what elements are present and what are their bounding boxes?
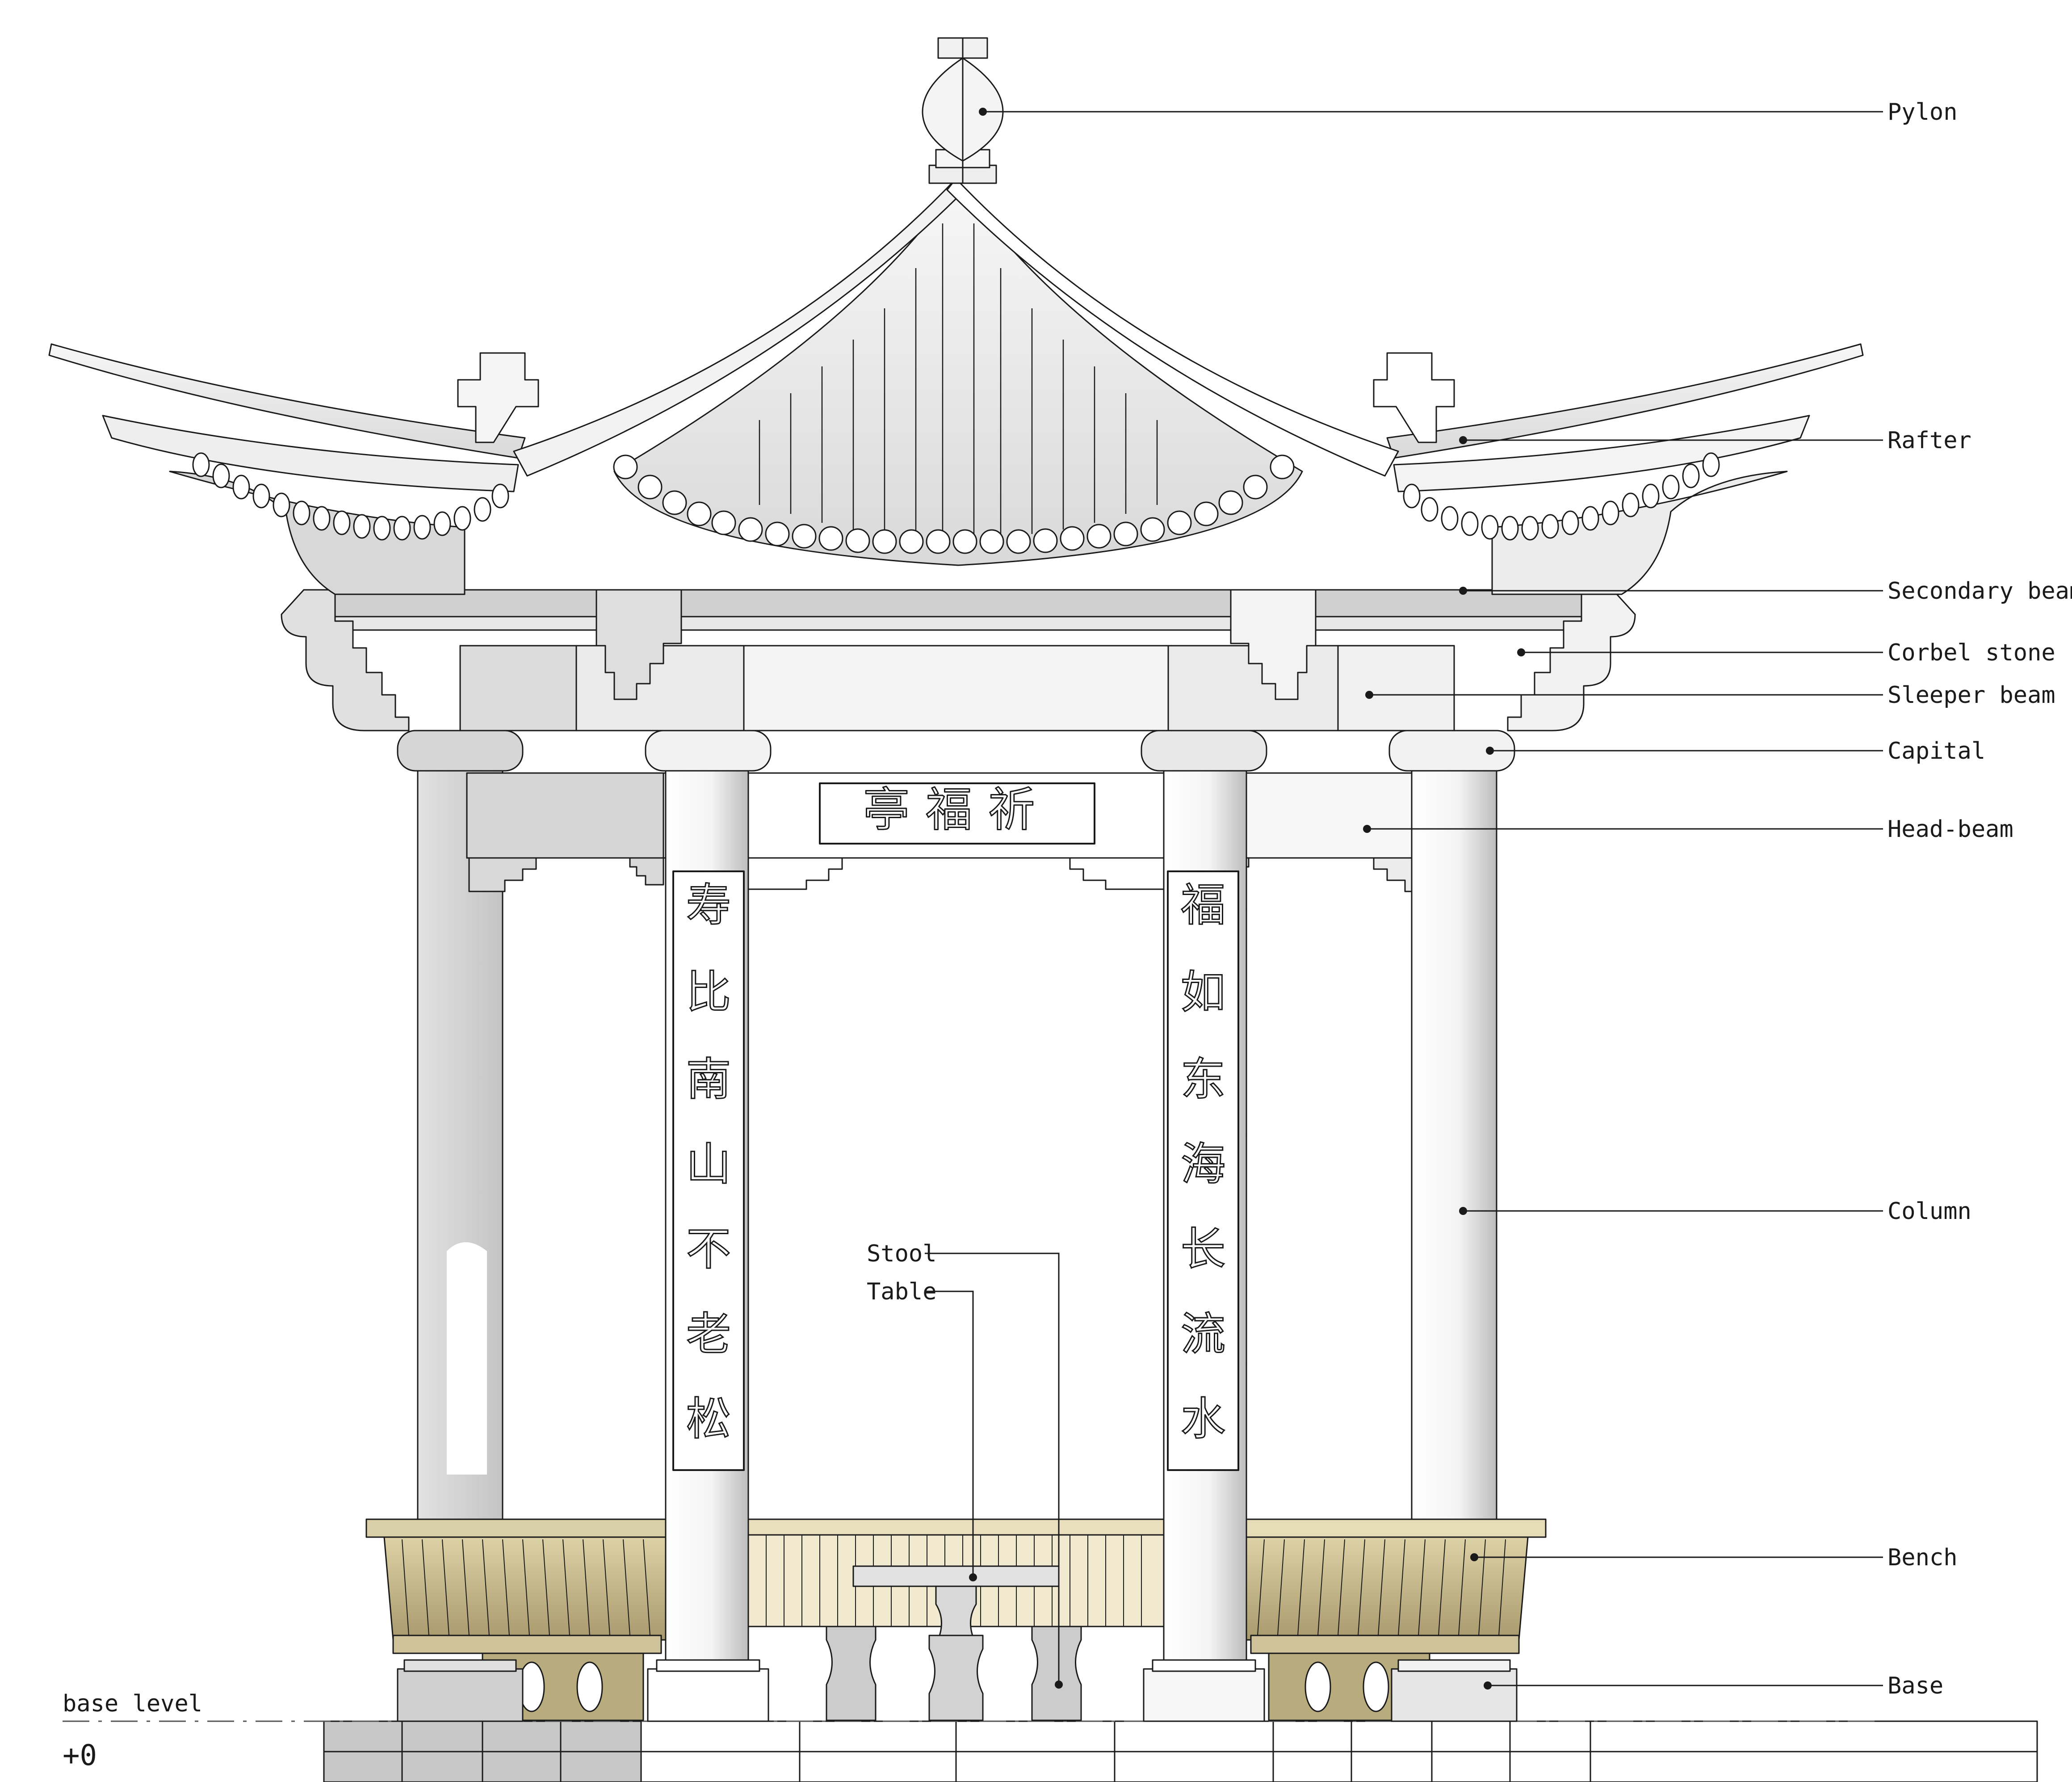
couplet-left-char: 不 <box>686 1223 731 1275</box>
couplet-left-char: 老 <box>686 1308 731 1360</box>
pylon <box>922 37 1004 184</box>
label-base: Base <box>1887 1673 1943 1699</box>
tile-ends-right <box>1403 452 1720 541</box>
base-level-value: +0 <box>63 1739 97 1772</box>
tile-ends-front <box>613 454 1295 554</box>
name-plaque: 亭福祈 <box>819 782 1095 845</box>
label-capital: Capital <box>1887 738 1985 765</box>
couplet-left-char: 南 <box>686 1053 731 1105</box>
couplet-right-char: 水 <box>1181 1393 1225 1445</box>
couplet-left-char: 松 <box>686 1393 731 1445</box>
leader-dots <box>969 108 1525 1690</box>
label-sleeper-beam: Sleeper beam <box>1887 682 2055 709</box>
bench-right <box>1246 1518 1547 1721</box>
couplet-left-char: 寿 <box>686 879 731 931</box>
couplet-right-char: 如 <box>1181 966 1225 1018</box>
couplet-right-char: 东 <box>1181 1053 1225 1105</box>
couplet-right-board <box>1167 870 1239 1471</box>
label-stool: Stool <box>867 1240 937 1267</box>
label-bench: Bench <box>1887 1544 1958 1571</box>
couplet-left-char: 山 <box>686 1138 731 1190</box>
label-table: Table <box>867 1278 937 1305</box>
couplet-right-char: 长 <box>1181 1223 1225 1275</box>
roof <box>48 178 1864 731</box>
label-pylon: Pylon <box>1887 99 1958 126</box>
plaque-text: 亭福祈 <box>863 782 1051 837</box>
label-head-beam: Head-beam <box>1887 816 2013 843</box>
leader-lines <box>925 111 1883 1686</box>
capitals <box>397 730 1515 772</box>
label-corbel-stone: Corbel stone <box>1887 639 2055 666</box>
couplet-left-char: 比 <box>686 966 731 1018</box>
label-rafter: Rafter <box>1887 427 1971 454</box>
label-secondary-beam: Secondary beam <box>1887 578 2072 605</box>
column-bases <box>397 1659 1518 1722</box>
stone-stools <box>826 1626 1082 1721</box>
label-column: Column <box>1887 1198 1971 1225</box>
back-columns <box>417 768 1497 1525</box>
base-level-name: base level <box>63 1690 202 1717</box>
couplet-left-board <box>672 870 745 1471</box>
corbel-stone-left <box>281 589 410 731</box>
couplet-right-char: 海 <box>1181 1138 1225 1190</box>
base-platform <box>323 1720 2038 1782</box>
couplet-right-char: 福 <box>1181 879 1225 931</box>
tile-ends-left <box>192 452 509 541</box>
couplet-right-char: 流 <box>1181 1308 1225 1360</box>
